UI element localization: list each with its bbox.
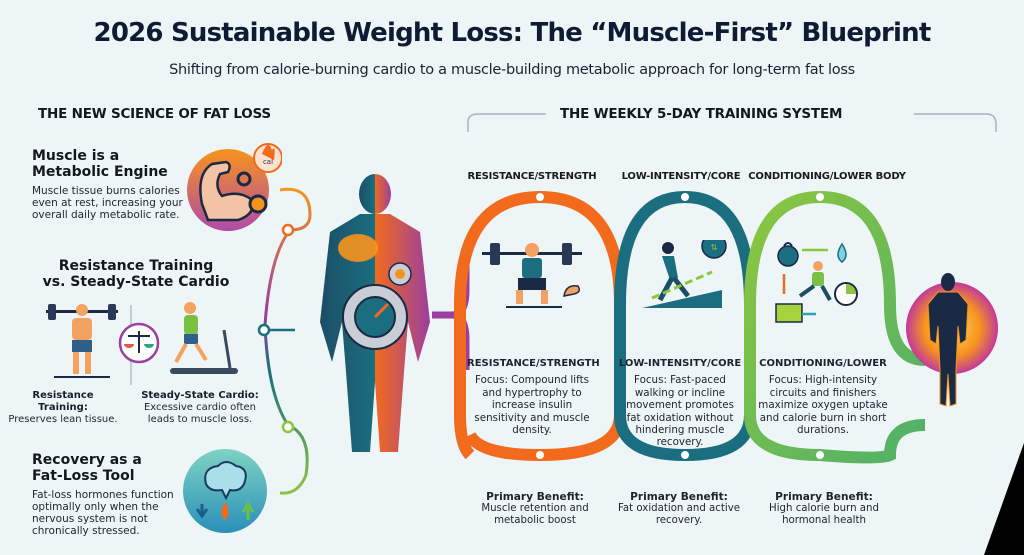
training-loops xyxy=(454,190,926,464)
brain-icon xyxy=(183,449,267,533)
column-2-benefit: Primary Benefit: Fat oxidation and activ… xyxy=(617,491,740,526)
resistance-training-caption: Resistance Training: Preserves lean tiss… xyxy=(8,390,118,425)
column-2-focus: LOW-INTENSITY/CORE Focus: Fast-paced wal… xyxy=(618,358,742,449)
item-body: Muscle tissue burns calories even at res… xyxy=(32,185,183,221)
gear-gauge-icon xyxy=(342,284,408,350)
squat-barbell-icon xyxy=(482,243,582,308)
metabolic-body-figure xyxy=(320,174,430,452)
barbell-lifter-icon xyxy=(46,304,118,378)
left-connector-path xyxy=(257,187,312,495)
svg-text:cal: cal xyxy=(263,158,273,166)
balance-scale-icon xyxy=(118,322,160,364)
column-1-focus: RESISTANCE/STRENGTH Focus: Compound lift… xyxy=(467,358,600,437)
circuit-training-icon xyxy=(775,242,858,323)
right-section-heading: THE WEEKLY 5-DAY TRAINING SYSTEM xyxy=(560,106,843,122)
corner-overlay xyxy=(984,443,1024,555)
svg-text:⇅: ⇅ xyxy=(711,243,718,252)
item-body: Fat-loss hormones function optimally onl… xyxy=(32,489,174,537)
flexed-arm-icon: cal xyxy=(187,143,282,231)
loop-conditioning xyxy=(744,190,926,464)
page-title: 2026 Sustainable Weight Loss: The “Muscl… xyxy=(93,18,932,48)
steady-state-cardio-caption: Steady-State Cardio: Excessive cardio of… xyxy=(141,390,259,425)
column-1-top-label: RESISTANCE/STRENGTH xyxy=(467,171,597,182)
column-1-benefit: Primary Benefit: Muscle retention and me… xyxy=(481,491,589,526)
column-3-top-label: CONDITIONING/LOWER BODY xyxy=(748,171,906,182)
section-bracket-line xyxy=(467,113,997,132)
left-section-heading: THE NEW SCIENCE OF FAT LOSS xyxy=(38,106,271,122)
column-3-focus: CONDITIONING/LOWER Focus: High-intensity… xyxy=(758,358,888,437)
page-subtitle: Shifting from calorie-burning cardio to … xyxy=(169,62,855,78)
column-3-benefit: Primary Benefit: High calorie burn and h… xyxy=(769,491,879,526)
incline-walk-icon: ⇅ xyxy=(642,240,727,308)
column-2-top-label: LOW-INTENSITY/CORE xyxy=(621,171,741,182)
fit-body-result-icon xyxy=(906,273,998,407)
treadmill-runner-icon xyxy=(170,302,238,374)
resistance-vs-cardio-illustration xyxy=(46,302,238,385)
